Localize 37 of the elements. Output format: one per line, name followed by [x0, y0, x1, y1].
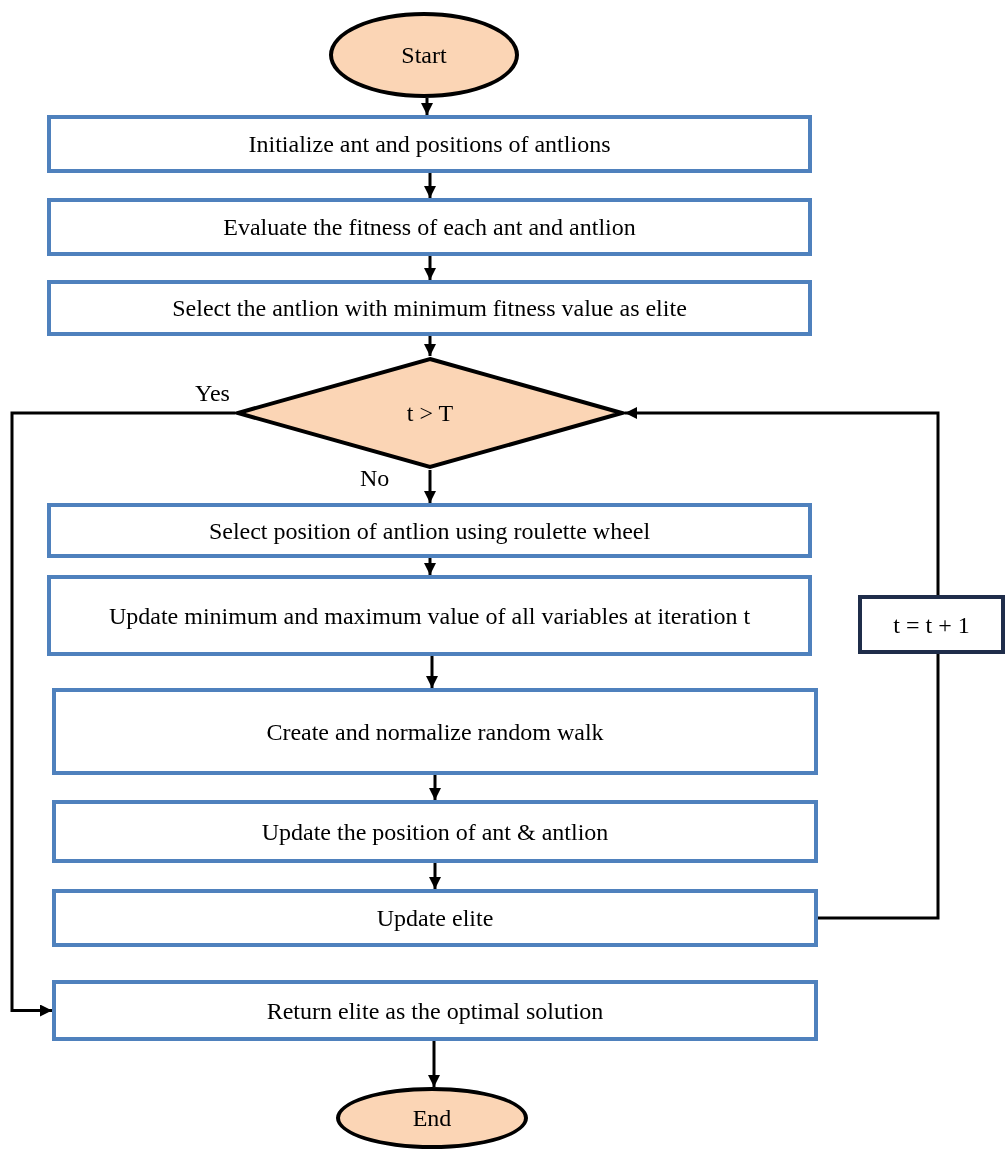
- arrow: [625, 407, 940, 595]
- process-box: [52, 980, 818, 1041]
- node-text: Select position of antlion using roulette wheel: [207, 516, 652, 546]
- node-text: Evaluate the fitness of each ant and antlion: [222, 213, 637, 242]
- process-box: [47, 503, 812, 558]
- process-box: [47, 575, 812, 656]
- arrow: [424, 173, 436, 198]
- node-text: Create and normalize random walk: [265, 717, 605, 747]
- node-text: End: [411, 1104, 453, 1133]
- node-text: Select the antlion with minimum fitness value as elite: [171, 294, 688, 323]
- node-text: Update minimum and maximum value of all variables at iteration t: [107, 601, 752, 631]
- arrow: [10, 411, 235, 1017]
- node-text: t = t + 1: [892, 610, 971, 640]
- node-text: Update elite: [375, 904, 495, 933]
- process-box: [47, 198, 812, 256]
- node-text: Return elite as the optimal solution: [265, 996, 605, 1026]
- arrow: [424, 558, 436, 575]
- process-box: [858, 595, 1005, 654]
- process-box: [52, 889, 818, 947]
- decision-diamond: [235, 356, 625, 470]
- node-text: Initialize ant and positions of antlions: [247, 130, 612, 159]
- arrow: [429, 863, 441, 889]
- process-box: [52, 688, 818, 775]
- node-text: Update the position of ant & antlion: [260, 817, 610, 847]
- arrow: [426, 656, 438, 688]
- arrow: [424, 470, 436, 503]
- arrow: [424, 336, 436, 356]
- connector-line: [818, 654, 940, 920]
- arrow: [421, 98, 433, 115]
- arrow: [429, 775, 441, 800]
- process-box: [52, 800, 818, 863]
- node-text: t > T: [405, 399, 455, 428]
- process-box: [47, 115, 812, 173]
- process-box: [47, 280, 812, 336]
- arrow: [428, 1041, 440, 1087]
- arrow: [424, 256, 436, 280]
- node-text: Start: [400, 41, 448, 70]
